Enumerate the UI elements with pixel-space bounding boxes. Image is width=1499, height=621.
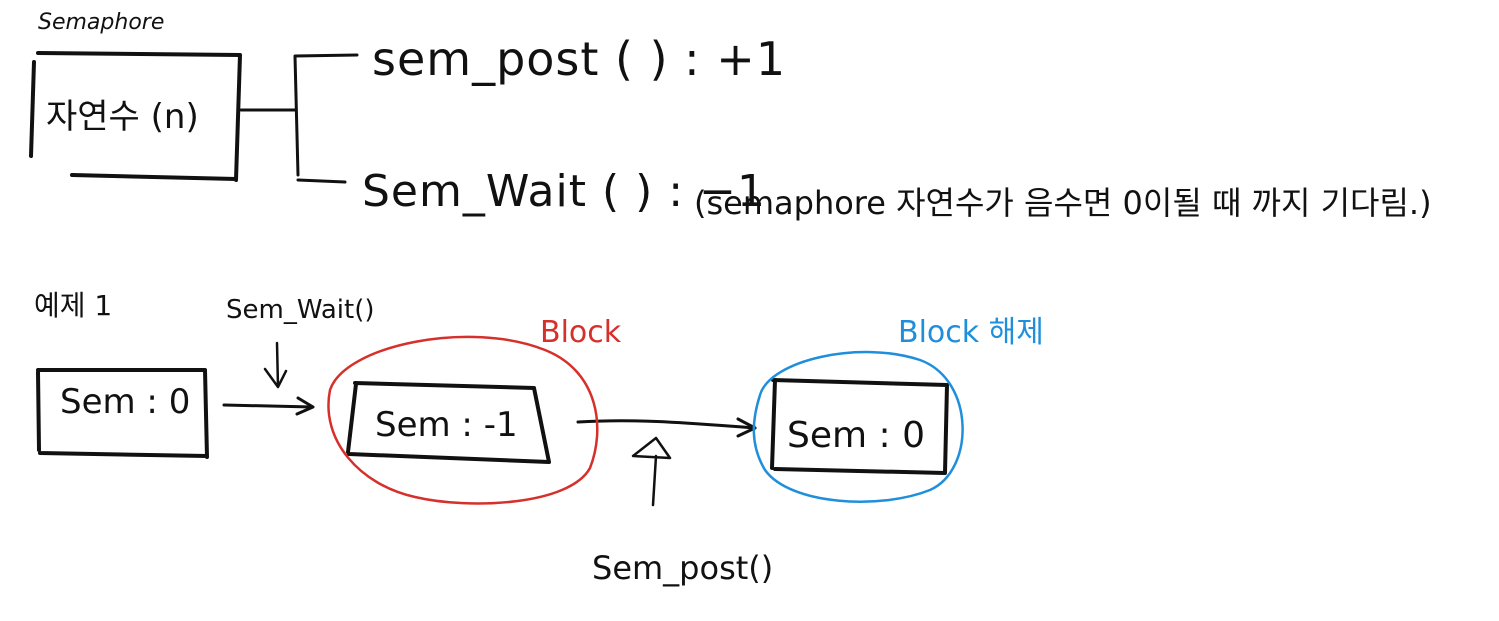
- state1-box: [36, 368, 209, 459]
- sem-wait-line: Sem_Wait ( ) : −1: [362, 166, 766, 217]
- sem-wait-note: (semaphore 자연수가 음수면 0이될 때 까지 기다림.): [694, 184, 1432, 222]
- example-label: 예제 1: [34, 289, 113, 322]
- block-label: Block: [540, 315, 622, 350]
- sem-post-call-label: Sem_post(): [592, 549, 774, 587]
- box-label: 자연수 (n): [46, 97, 199, 137]
- state1-label: Sem : 0: [60, 382, 191, 422]
- sem-post-up-arrow: [631, 436, 672, 507]
- semaphore-box: [29, 51, 242, 182]
- bracket: [293, 53, 359, 184]
- sem-wait-call-label: Sem_Wait(): [226, 295, 375, 325]
- state3-box: [770, 378, 949, 475]
- block-circle: [327, 335, 599, 505]
- arrow-1-head: [295, 396, 315, 416]
- arrow-2: [576, 419, 757, 430]
- unblock-circle: [752, 350, 964, 503]
- sem-wait-down-arrow: [263, 341, 288, 389]
- sem-post-line: sem_post ( ) : +1: [372, 32, 787, 86]
- state2-box: [346, 381, 551, 464]
- state3-label: Sem : 0: [787, 415, 925, 456]
- semaphore-title: Semaphore: [38, 10, 165, 35]
- state2-label: Sem : -1: [375, 405, 518, 445]
- arrow-1: [222, 403, 314, 409]
- unblock-label: Block 해제: [898, 315, 1044, 350]
